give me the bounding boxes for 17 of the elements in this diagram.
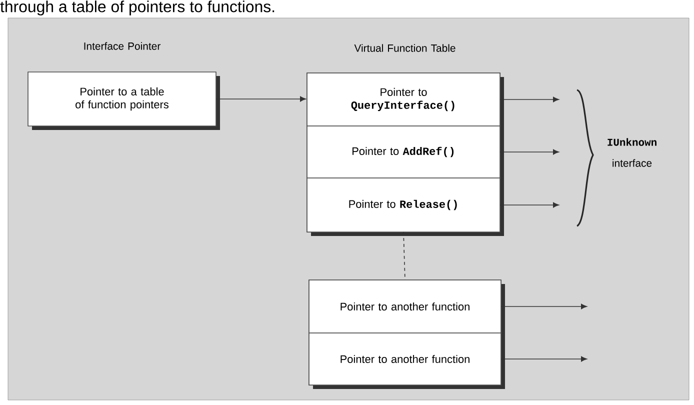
arrow bbox=[500, 304, 587, 310]
interface-label: IUnknown bbox=[608, 138, 656, 146]
arrow bbox=[500, 356, 587, 362]
node-label: Virtual Function Table bbox=[354, 44, 456, 52]
interface-label: interface bbox=[612, 159, 652, 167]
arrow bbox=[500, 149, 559, 155]
arrow bbox=[216, 96, 306, 102]
node-label: Interface Pointer bbox=[84, 42, 160, 50]
table-row: Pointer to another function bbox=[308, 280, 502, 334]
table-row: Pointer to another function bbox=[308, 332, 502, 386]
arrow bbox=[500, 96, 559, 102]
table-row: Pointer to AddRef() bbox=[306, 126, 500, 178]
table-row: Pointer to QueryInterface() bbox=[306, 72, 500, 126]
caption-text: through a table of pointers to functions. bbox=[0, 0, 274, 16]
pointer-box: Interface Pointer Pointer to a table of function pointers bbox=[28, 42, 220, 130]
table-row: Pointer to Release() bbox=[306, 178, 500, 232]
arrow bbox=[500, 202, 559, 208]
